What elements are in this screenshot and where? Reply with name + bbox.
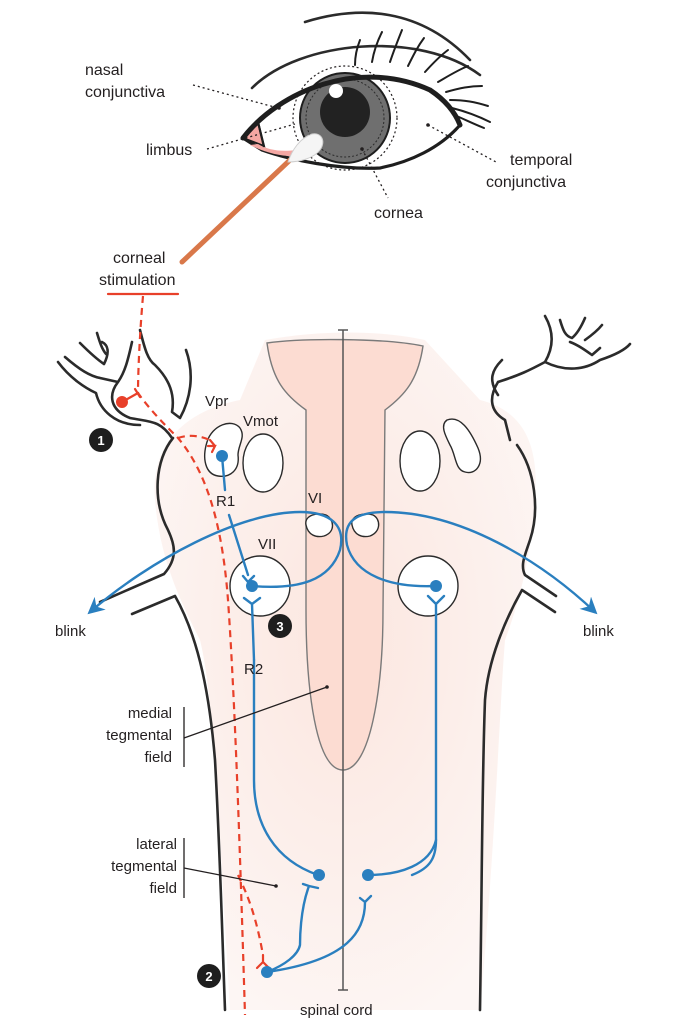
marker-2: 2 bbox=[197, 964, 221, 988]
eye-illustration: nasal conjunctiva limbus temporal conjun… bbox=[85, 11, 572, 265]
nucleus-vpr-left bbox=[204, 422, 243, 477]
label-spinal-cord: spinal cord bbox=[300, 1002, 373, 1019]
label-vpr: Vpr bbox=[205, 393, 228, 410]
eye-highlight bbox=[329, 84, 343, 98]
limbus-ring bbox=[292, 65, 398, 171]
label-nasal-conjunctiva-2: conjunctiva bbox=[85, 84, 165, 101]
label-blink-right: blink bbox=[583, 623, 614, 640]
label-lateral-tegmental-3: field bbox=[149, 880, 177, 897]
left-brainstem-outline bbox=[98, 436, 176, 604]
swab-tip bbox=[287, 133, 324, 163]
label-temporal-conjunctiva-1: temporal bbox=[510, 152, 572, 169]
marker-1: 1 bbox=[89, 428, 113, 452]
svg-text:2: 2 bbox=[205, 969, 212, 984]
svg-text:1: 1 bbox=[97, 433, 104, 448]
marker-3: 3 bbox=[268, 614, 292, 638]
pointer-medial-tegmental bbox=[183, 686, 328, 739]
midline-region bbox=[266, 338, 424, 771]
label-lateral-tegmental-2: tegmental bbox=[111, 858, 177, 875]
nucleus-vi-left bbox=[305, 513, 334, 538]
eyelid-crease bbox=[250, 44, 482, 90]
label-medial-tegmental-3: field bbox=[144, 749, 172, 766]
upper-brow-arc bbox=[303, 11, 472, 62]
stimulus: corneal stimulation bbox=[99, 250, 180, 296]
label-r2: R2 bbox=[244, 661, 263, 678]
brainstem: Vpr Vmot VI VII R1 R2 blink blink medial… bbox=[55, 295, 632, 1019]
label-lateral-tegmental-1: lateral bbox=[136, 836, 177, 853]
label-corneal: corneal bbox=[113, 250, 165, 267]
sensory-afferent-pathway bbox=[116, 295, 271, 1016]
label-cornea: cornea bbox=[374, 205, 423, 222]
lateral-tegmental-neuron-left bbox=[313, 869, 325, 881]
label-vmot: Vmot bbox=[243, 413, 279, 430]
pointer-cornea bbox=[361, 148, 389, 199]
label-vii: VII bbox=[258, 536, 276, 553]
pointer-lateral-tegmental bbox=[183, 867, 277, 887]
label-r1: R1 bbox=[216, 493, 235, 510]
nucleus-vmot-left bbox=[242, 433, 284, 493]
label-medial-tegmental-1: medial bbox=[128, 705, 172, 722]
pointer-limbus bbox=[206, 123, 296, 150]
motor-pathways bbox=[87, 450, 598, 978]
nucleus-vmot-right bbox=[399, 430, 441, 492]
label-medial-tegmental-2: tegmental bbox=[106, 727, 172, 744]
svg-text:3: 3 bbox=[276, 619, 283, 634]
pupil bbox=[320, 87, 370, 137]
right-trigeminal-ganglion bbox=[490, 314, 632, 442]
label-limbus: limbus bbox=[146, 142, 192, 159]
label-temporal-conjunctiva-2: conjunctiva bbox=[486, 174, 566, 191]
left-trigeminal-ganglion bbox=[63, 331, 174, 440]
label-nasal-conjunctiva-1: nasal bbox=[85, 62, 123, 79]
lower-lid-pink bbox=[250, 144, 300, 157]
label-stimulation: stimulation bbox=[99, 272, 175, 289]
label-blink-left: blink bbox=[55, 623, 86, 640]
nucleus-vpr-right bbox=[442, 418, 482, 474]
swab-stick bbox=[179, 157, 293, 265]
label-vi: VI bbox=[308, 490, 322, 507]
pointer-nasal-conjunctiva bbox=[192, 84, 279, 109]
cornea-ring bbox=[305, 78, 385, 158]
right-brainstem-outline bbox=[515, 443, 558, 598]
